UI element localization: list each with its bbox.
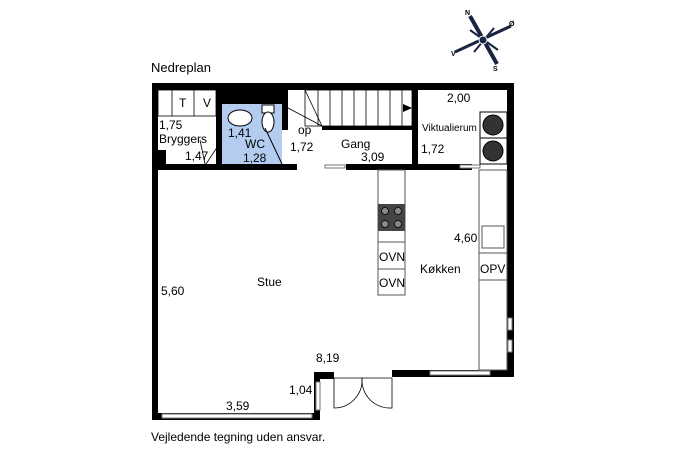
entrance-door — [333, 377, 393, 409]
cabinet-v-label: V — [203, 96, 212, 110]
staircase — [287, 89, 413, 127]
bryggers-dim2: 1,47 — [185, 149, 209, 163]
sink-icon — [227, 109, 253, 127]
gang-label: Gang — [341, 137, 371, 151]
stair-dim: 1,72 — [290, 140, 314, 154]
stair-label: op — [298, 123, 312, 137]
stair-arrow-icon — [403, 104, 412, 112]
bryggers-dim1: 1,75 — [159, 118, 183, 132]
kokken-dim: 4,60 — [454, 231, 478, 245]
fan-icons — [479, 111, 508, 165]
wc-fixtures — [227, 104, 283, 165]
wc-label: WC — [245, 137, 265, 151]
cabinet-t-label: T — [179, 96, 187, 110]
compass-o: Ø — [509, 21, 515, 28]
cooktop-icon — [378, 204, 405, 231]
viktualierum-dim2: 1,72 — [421, 142, 445, 156]
compass-n: N — [465, 10, 471, 17]
oven-2-label: OVN — [379, 276, 406, 290]
wc-dim1: 1,41 — [228, 126, 252, 140]
stue-dim1: 5,60 — [161, 284, 185, 298]
disclaimer: Vejledende tegning uden ansvar. — [151, 430, 326, 444]
viktualierum-dim1: 2,00 — [447, 91, 471, 105]
kokken-label: Køkken — [420, 262, 461, 276]
wc-dim2: 1,28 — [243, 151, 267, 165]
bryggers-label: Bryggers — [159, 132, 208, 146]
compass-icon — [454, 15, 512, 65]
kitchen-counters — [377, 169, 508, 371]
gang-dim: 3,09 — [361, 150, 385, 164]
oven-1-label: OVN — [379, 250, 406, 264]
bryggers-cabinets — [157, 89, 223, 165]
dishwasher-label: OPV — [480, 262, 506, 276]
stue-dim2: 3,59 — [226, 399, 250, 413]
windows — [161, 164, 513, 419]
page-title: Nedreplan — [151, 60, 211, 75]
stue-dim3: 8,19 — [316, 351, 340, 365]
compass-v: V — [451, 51, 456, 58]
stue-label: Stue — [257, 275, 282, 289]
kitchen-sink-icon — [481, 225, 505, 249]
viktualierum-label: Viktualierum — [422, 123, 477, 134]
compass-s: S — [493, 66, 498, 73]
stue-dim4: 1,04 — [289, 383, 313, 397]
